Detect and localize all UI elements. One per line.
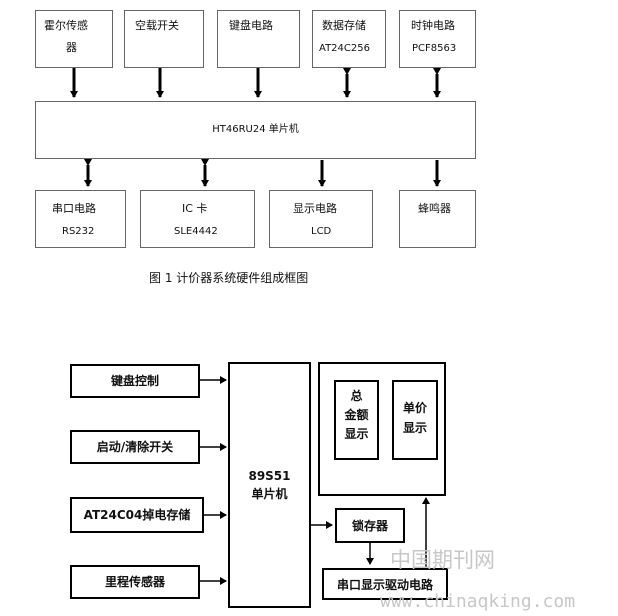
block-clock-line2: PCF8563: [412, 43, 457, 54]
block-start-clear-switch-label: 启动/清除开关: [96, 440, 174, 454]
block-keyboard-label: 键盘电路: [229, 19, 273, 32]
block-serial-line1: 串口电路: [52, 202, 96, 215]
block-ic-card-line2: SLE4442: [174, 226, 218, 237]
block-noload-switch: 空载开关: [124, 10, 204, 68]
block-odometer-sensor: 里程传感器: [70, 565, 200, 599]
block-buzzer-label: 蜂鸣器: [418, 202, 451, 215]
total-amount-line1: 总: [350, 389, 363, 403]
block-noload-switch-label: 空载开关: [135, 19, 179, 32]
block-hall-sensor-line1: 霍尔传感: [44, 19, 88, 32]
block-display-line2: LCD: [311, 226, 332, 237]
block-eeprom: AT24C04掉电存储: [70, 497, 204, 533]
block-serial-display-driver-label: 串口显示驱动电路: [336, 578, 433, 592]
block-mcu-89s51-line1: 89S51: [248, 469, 291, 483]
block-eeprom-label: AT24C04掉电存储: [83, 508, 191, 522]
block-hall-sensor: 霍尔传感 器: [35, 10, 113, 68]
block-latch-label: 锁存器: [351, 519, 388, 533]
block-serial-line2: RS232: [62, 226, 95, 237]
block-mcu-ht46ru24: HT46RU24 单片机: [35, 101, 476, 159]
block-display-line1: 显示电路: [293, 202, 337, 215]
block-odometer-sensor-label: 里程传感器: [104, 575, 165, 589]
figure1-caption: 图 1 计价器系统硬件组成框图: [149, 271, 309, 285]
block-serial: 串口电路 RS232: [35, 190, 126, 248]
block-total-amount-display: 总 金额 显示: [334, 380, 379, 460]
block-mcu-89s51: 89S51 单片机: [228, 362, 311, 608]
block-latch: 锁存器: [335, 508, 405, 543]
block-keyboard: 键盘电路: [217, 10, 300, 68]
total-amount-line2: 金额: [344, 408, 369, 422]
block-mcu-label: HT46RU24 单片机: [212, 124, 299, 135]
watermark-url: www.chinaqking.com: [380, 591, 576, 612]
block-buzzer: 蜂鸣器: [399, 190, 476, 248]
block-storage: 数据存储 AT24C256: [312, 10, 386, 68]
block-keyboard-control-label: 键盘控制: [110, 374, 159, 388]
block-hall-sensor-line2: 器: [66, 41, 77, 54]
block-ic-card: IC 卡 SLE4442: [140, 190, 255, 248]
watermark-cn: 中国期刊网: [390, 548, 495, 572]
block-clock-line1: 时钟电路: [411, 19, 455, 32]
block-start-clear-switch: 启动/清除开关: [70, 430, 200, 464]
block-serial-display-driver: 串口显示驱动电路: [322, 568, 448, 600]
total-amount-line3: 显示: [344, 427, 369, 441]
block-mcu-89s51-line2: 单片机: [251, 487, 288, 501]
unit-price-line1: 单价: [402, 401, 427, 415]
block-clock: 时钟电路 PCF8563: [399, 10, 476, 68]
block-keyboard-control: 键盘控制: [70, 364, 200, 398]
block-ic-card-line1: IC 卡: [182, 202, 208, 215]
block-unit-price-display: 单价 显示: [392, 380, 438, 460]
block-storage-line1: 数据存储: [322, 19, 366, 32]
block-display: 显示电路 LCD: [269, 190, 373, 248]
block-storage-line2: AT24C256: [319, 43, 370, 54]
unit-price-line2: 显示: [402, 421, 427, 435]
